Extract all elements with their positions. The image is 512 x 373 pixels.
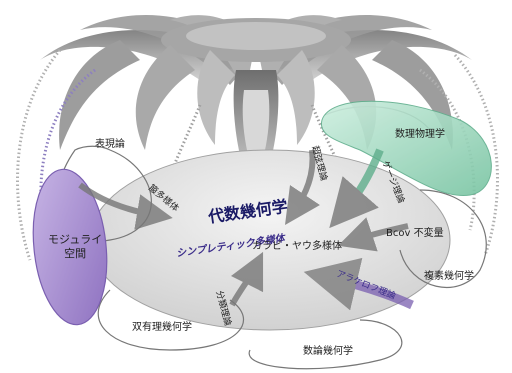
arithmetic-geometry-label: 数論幾何学 <box>303 346 353 357</box>
birational-geometry-label: 双有理幾何学 <box>132 322 192 333</box>
representation-theory-label: 表現論 <box>95 139 125 150</box>
gauge-arrow <box>329 148 384 229</box>
moduli-space-label: モジュライ 空間 <box>48 233 103 261</box>
flow-arrows <box>78 149 409 307</box>
complex-geometry-label: 複素幾何学 <box>424 271 474 282</box>
tree-canopy <box>40 15 472 175</box>
mathematical-physics-label: 数理物理学 <box>395 129 445 140</box>
bcov-label: Bcov 不変量 <box>386 228 444 239</box>
mathematical-physics-region <box>320 100 492 197</box>
calabi-yau-label: カラビ・ヤウ多様体 <box>252 241 342 252</box>
moduli-space-region <box>32 168 108 326</box>
arakelov-arrow <box>303 257 414 311</box>
